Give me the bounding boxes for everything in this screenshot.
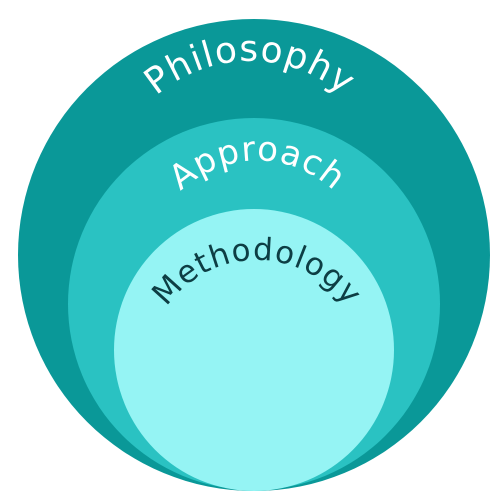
inner-circle bbox=[114, 209, 394, 491]
